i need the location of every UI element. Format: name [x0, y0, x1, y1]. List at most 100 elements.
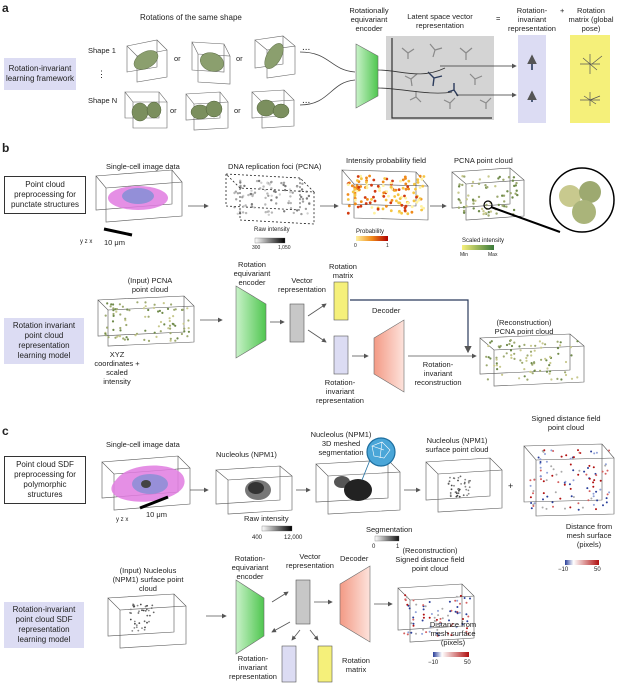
cloud-point — [513, 357, 516, 360]
cloud-point — [172, 315, 175, 318]
cloud-point — [478, 178, 482, 181]
cloud-point — [118, 335, 122, 338]
cloud-point — [570, 377, 574, 380]
cloud-point — [463, 597, 466, 599]
cloud-point — [171, 322, 174, 325]
cloud-point — [564, 373, 568, 377]
cloud-point — [412, 599, 415, 602]
shape-n-label: Shape N — [88, 96, 118, 105]
cloud-point — [457, 206, 461, 209]
cloud-point — [593, 479, 596, 482]
input-b-label: (Input) PCNA point cloud — [127, 276, 173, 294]
invariant-rep-b — [333, 335, 349, 375]
cloud-point — [283, 210, 286, 213]
cloud-point — [467, 492, 470, 495]
cloud-point — [466, 620, 469, 623]
raw-min-b: 300 — [252, 245, 261, 251]
cloud-point — [465, 198, 468, 201]
cloud-point — [457, 492, 460, 495]
cloud-point — [124, 317, 127, 320]
cloud-point — [461, 623, 464, 626]
cloud-point — [489, 357, 492, 360]
cloud-point — [389, 209, 393, 213]
cloud-point — [439, 622, 442, 625]
cloud-point — [385, 177, 389, 181]
cloud-point — [539, 466, 542, 469]
cloud-point — [292, 211, 295, 215]
cloud-point — [471, 198, 475, 201]
cloud-point — [450, 484, 453, 487]
xyz-label: XYZ coordinates + scaled intensity — [94, 350, 140, 386]
cloud-point — [243, 184, 246, 188]
cloud-point — [139, 603, 142, 606]
cloud-point — [130, 612, 132, 614]
cloud-point — [466, 494, 468, 497]
ellipsis-1: ... — [302, 42, 311, 53]
cloud-point — [422, 604, 425, 607]
cloud-point — [458, 489, 460, 492]
cloud-point — [505, 352, 508, 355]
cloud-point — [259, 187, 262, 190]
segmentation-label: Segmentation — [366, 525, 413, 534]
cloud-point — [239, 184, 242, 188]
cloud-point — [592, 503, 595, 506]
axes-b: y z x — [80, 239, 93, 245]
cloud-point — [533, 362, 536, 365]
cloud-point — [509, 339, 512, 342]
cloud-point — [305, 190, 308, 193]
plus-c: + — [508, 481, 514, 491]
cloud-point — [564, 371, 567, 374]
cloud-point — [497, 177, 500, 180]
cloud-point — [532, 490, 535, 492]
or-4: or — [234, 106, 241, 115]
cloud-point — [186, 335, 189, 338]
cloud-point — [415, 200, 419, 204]
cloud-point — [404, 182, 408, 186]
cloud-point — [599, 479, 602, 482]
cloud-point — [396, 193, 400, 197]
cloud-point — [147, 339, 151, 342]
cloud-point — [159, 320, 163, 324]
cloud-point — [533, 349, 536, 352]
cloud-point — [437, 609, 439, 612]
shape-1-label: Shape 1 — [88, 46, 116, 55]
cloud-point — [568, 483, 571, 486]
cloud-point — [135, 332, 139, 335]
si-min: Min — [460, 252, 469, 258]
cloud-point — [549, 370, 552, 373]
cloud-point — [554, 491, 557, 494]
cloud-point — [289, 207, 293, 210]
cloud-point — [357, 185, 361, 189]
cloud-point — [498, 175, 501, 179]
cloud-point — [147, 609, 150, 612]
cloud-point — [461, 183, 464, 187]
cloud-point — [555, 473, 558, 476]
cloud-point — [529, 484, 532, 487]
cloud-point — [406, 212, 410, 216]
cloud-point — [401, 186, 405, 190]
cloud-point — [468, 486, 471, 489]
cloud-point — [187, 330, 190, 333]
cloud-point — [110, 303, 113, 306]
cloud-point — [382, 191, 386, 195]
cloud-point — [351, 190, 355, 194]
cloud-point — [458, 495, 461, 498]
cloud-point — [465, 601, 468, 604]
cloud-point — [346, 193, 350, 196]
cloud-point — [112, 303, 115, 306]
cloud-point — [448, 619, 450, 622]
pcna-cloud-input — [104, 301, 190, 342]
cloud-point — [407, 179, 411, 183]
cloud-point — [295, 209, 299, 212]
cloud-point — [422, 613, 425, 616]
cloud-point — [264, 196, 267, 200]
seg-min: 0 — [372, 544, 376, 550]
cloud-point — [544, 453, 546, 455]
cloud-point — [581, 506, 584, 509]
cloud-point — [458, 183, 461, 186]
scaled-intensity-cb: Scaled intensity — [462, 238, 505, 244]
invariant-recon-label: Rotation-invariant reconstruction — [414, 360, 462, 387]
cloud-point — [546, 495, 549, 498]
cloud-point — [144, 626, 146, 629]
cloud-point — [289, 195, 292, 198]
